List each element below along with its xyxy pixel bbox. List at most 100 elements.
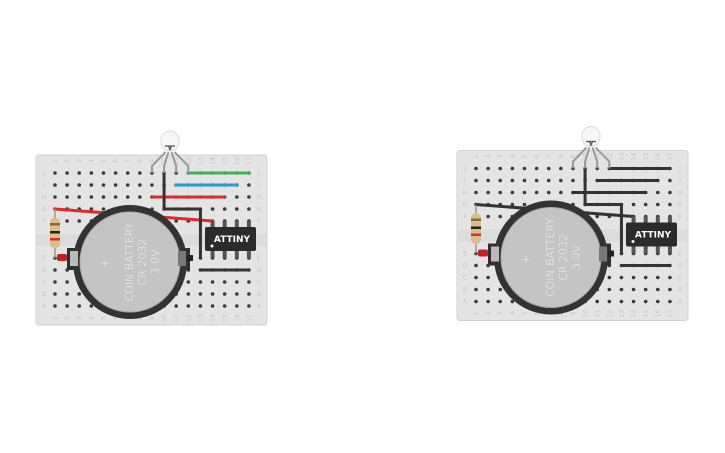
hole[interactable] (77, 171, 82, 175)
hole[interactable] (486, 287, 490, 292)
hole[interactable] (571, 178, 575, 183)
hole[interactable] (89, 207, 94, 211)
hole[interactable] (510, 299, 515, 304)
circuit-colored[interactable]: 1122334455667788991010111112121313141415… (35, 130, 268, 326)
hole[interactable] (53, 304, 57, 308)
hole[interactable] (101, 171, 106, 175)
hole[interactable] (631, 275, 636, 280)
hole[interactable] (125, 183, 130, 187)
rgb-led[interactable] (571, 126, 611, 169)
hole[interactable] (247, 292, 251, 296)
hole[interactable] (235, 195, 239, 199)
hole[interactable] (222, 304, 227, 308)
hole[interactable] (546, 178, 551, 183)
hole[interactable] (150, 183, 154, 187)
hole[interactable] (656, 287, 660, 292)
hole[interactable] (101, 195, 106, 199)
resistor[interactable] (50, 209, 60, 258)
hole[interactable] (474, 166, 478, 171)
hole[interactable] (643, 275, 648, 280)
hole[interactable] (138, 183, 142, 187)
hole[interactable] (53, 195, 57, 199)
hole[interactable] (235, 304, 239, 308)
hole[interactable] (498, 214, 503, 219)
hole[interactable] (534, 166, 539, 171)
rgb-led[interactable] (150, 130, 190, 173)
hole[interactable] (125, 195, 130, 199)
hole[interactable] (498, 299, 503, 304)
hole[interactable] (186, 292, 191, 296)
wire-black[interactable] (583, 168, 623, 254)
hole[interactable] (486, 275, 490, 280)
hole[interactable] (534, 190, 539, 195)
hole[interactable] (656, 190, 660, 195)
hole[interactable] (656, 299, 660, 304)
hole[interactable] (125, 171, 130, 175)
circuit-black[interactable]: 1122334455667788991010111112121313141415… (456, 126, 689, 321)
hole[interactable] (65, 292, 69, 296)
hole[interactable] (510, 166, 515, 171)
hole[interactable] (486, 214, 490, 219)
attiny-chip[interactable]: ATTINY (205, 221, 256, 258)
hole[interactable] (65, 195, 69, 199)
hole[interactable] (498, 190, 503, 195)
hole[interactable] (89, 195, 94, 199)
hole[interactable] (198, 292, 203, 296)
hole[interactable] (474, 275, 478, 280)
hole[interactable] (510, 202, 515, 207)
hole[interactable] (474, 178, 478, 183)
hole[interactable] (559, 190, 563, 195)
hole[interactable] (656, 275, 660, 280)
hole[interactable] (77, 219, 82, 223)
hole[interactable] (522, 190, 527, 195)
hole[interactable] (643, 202, 648, 207)
hole[interactable] (546, 190, 551, 195)
hole[interactable] (486, 190, 490, 195)
hole[interactable] (101, 207, 106, 211)
hole[interactable] (668, 287, 672, 292)
hole[interactable] (595, 214, 599, 219)
hole[interactable] (89, 304, 94, 308)
resistor[interactable] (471, 204, 481, 254)
hole[interactable] (210, 292, 215, 296)
hole[interactable] (222, 292, 227, 296)
hole[interactable] (101, 183, 106, 187)
hole[interactable] (53, 280, 57, 284)
hole[interactable] (607, 299, 612, 304)
hole[interactable] (89, 183, 94, 187)
hole[interactable] (595, 299, 599, 304)
hole[interactable] (174, 304, 178, 308)
hole[interactable] (522, 166, 527, 171)
hole[interactable] (53, 171, 57, 175)
hole[interactable] (247, 183, 251, 187)
hole[interactable] (138, 195, 142, 199)
hole[interactable] (186, 280, 191, 284)
hole[interactable] (510, 178, 515, 183)
hole[interactable] (607, 275, 612, 280)
hole[interactable] (235, 280, 239, 284)
hole[interactable] (498, 178, 503, 183)
hole[interactable] (198, 304, 203, 308)
hole[interactable] (222, 207, 227, 211)
hole[interactable] (77, 304, 82, 308)
hole[interactable] (498, 287, 503, 292)
hole[interactable] (559, 166, 563, 171)
hole[interactable] (607, 287, 612, 292)
hole[interactable] (559, 178, 563, 183)
hole[interactable] (89, 171, 94, 175)
hole[interactable] (247, 195, 251, 199)
hole[interactable] (247, 280, 251, 284)
hole[interactable] (113, 195, 118, 199)
hole[interactable] (486, 178, 490, 183)
hole[interactable] (198, 280, 203, 284)
hole[interactable] (222, 280, 227, 284)
hole[interactable] (619, 275, 624, 280)
hole[interactable] (65, 280, 69, 284)
hole[interactable] (247, 304, 251, 308)
hole[interactable] (668, 275, 672, 280)
hole[interactable] (65, 304, 69, 308)
hole[interactable] (77, 292, 82, 296)
hole[interactable] (643, 287, 648, 292)
hole[interactable] (522, 178, 527, 183)
